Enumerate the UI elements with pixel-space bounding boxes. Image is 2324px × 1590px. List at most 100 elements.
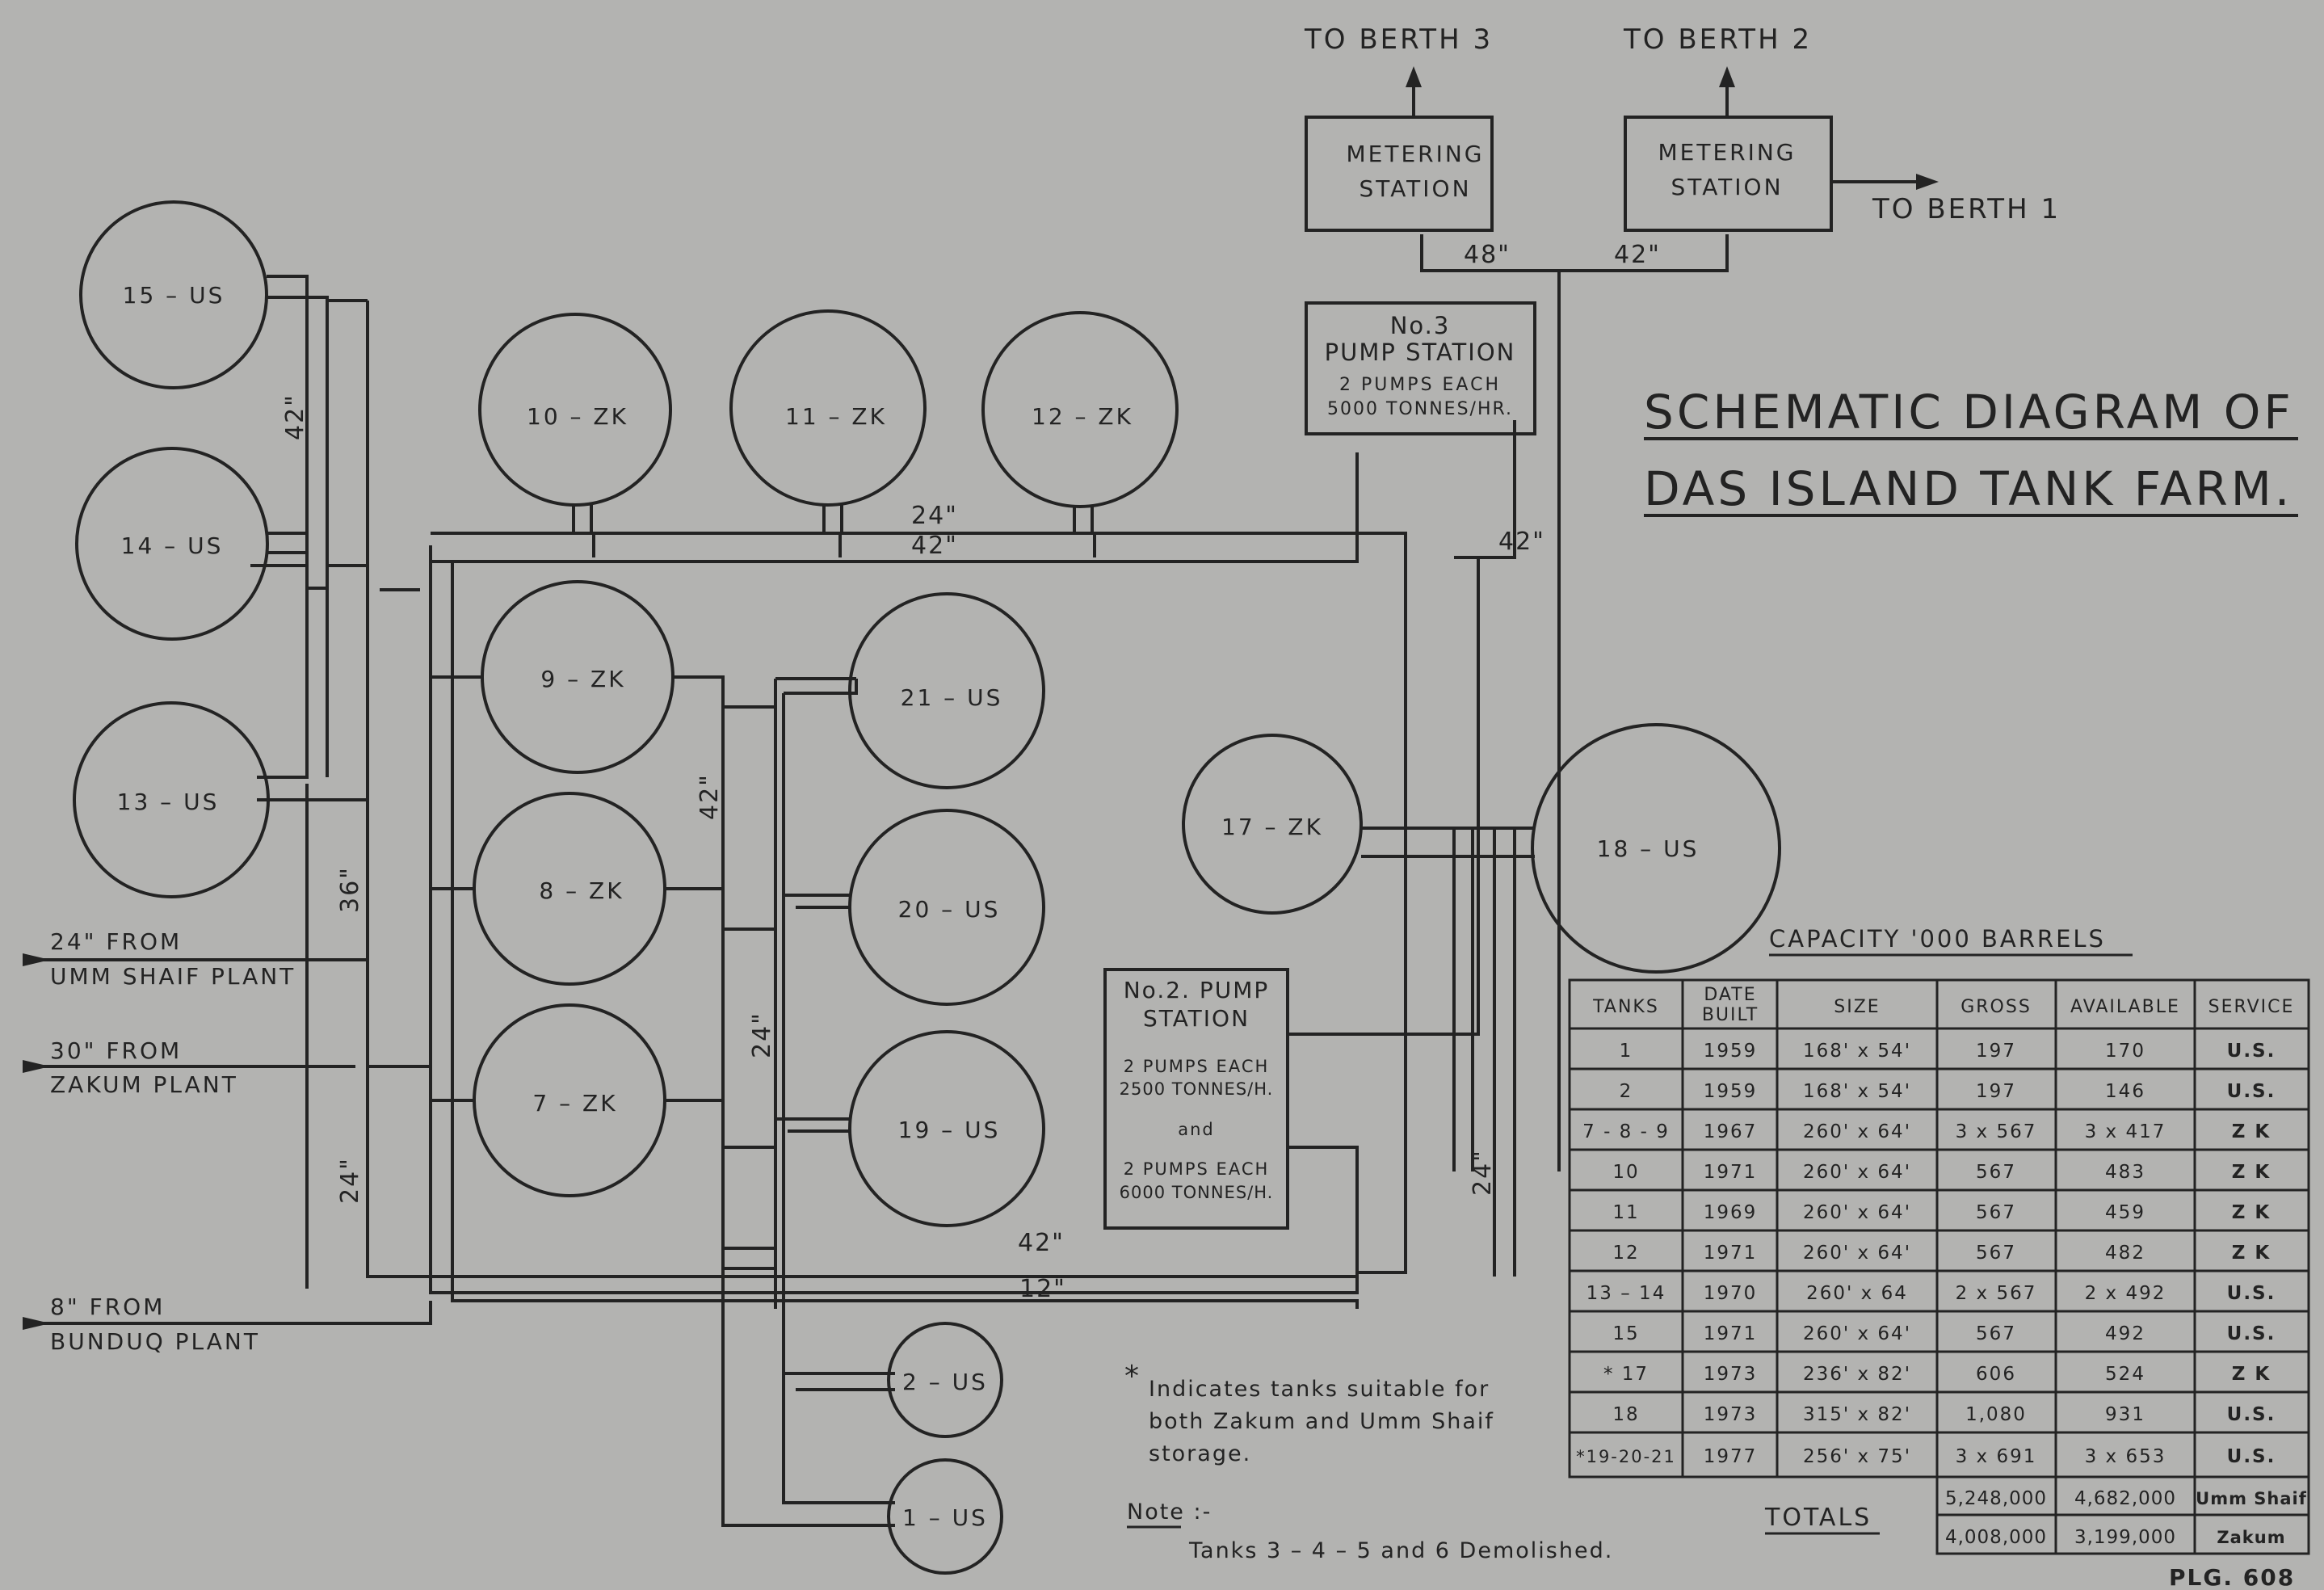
footnote: * Indicates tanks suitable for both Zaku… [1124,1360,1493,1466]
svg-text:42": 42" [911,532,958,560]
svg-text:15: 15 [1612,1323,1639,1344]
flow-arrows [23,66,1939,1330]
svg-text:U.S.: U.S. [2227,1041,2276,1062]
svg-text:567: 567 [1976,1162,2016,1183]
svg-text:260' x 64': 260' x 64' [1803,1323,1911,1344]
pipework [40,81,1927,1527]
svg-text:13 – 14: 13 – 14 [1586,1283,1666,1304]
svg-text:U.S.: U.S. [2227,1404,2276,1425]
svg-text:24": 24" [336,1157,364,1204]
metering-station-left: METERING STATION [1305,116,1494,232]
svg-text:524: 524 [2105,1364,2145,1385]
tank-1 [887,1458,1003,1575]
svg-text:U.S.: U.S. [2227,1323,2276,1344]
table-row: 1 1959 168' x 54' 197 170 U.S. [1620,1041,2276,1062]
table-totals: TOTALS 5,248,000 4,682,000 Umm Shaif 4,0… [1764,1488,2307,1548]
table-row: 15 1971 260' x 64' 567 492 U.S. [1612,1323,2276,1344]
tank-labels: 15 – US 14 – US 13 – US 10 – ZK 11 – ZK … [117,282,1697,1531]
svg-text:TANKS: TANKS [1592,997,1659,1017]
tank-label-13: 13 – US [117,789,220,815]
inlet-umm-shaif-size: 24" FROM [50,928,182,955]
svg-text:260' x 64': 260' x 64' [1803,1162,1911,1183]
destinations: TO BERTH 3 TO BERTH 2 TO BERTH 1 [1304,23,2061,225]
tank-label-17: 17 – ZK [1221,814,1323,840]
pump-station-3: No.3 PUMP STATION 2 PUMPS EACH 5000 TONN… [1305,301,1536,435]
inlet-zakum-name: ZAKUM PLANT [50,1071,238,1098]
table-row: *19-20-21 1977 256' x 75' 3 x 691 3 x 65… [1576,1446,2276,1467]
svg-text:931: 931 [2105,1404,2145,1425]
svg-text:3 x 567: 3 x 567 [1956,1121,2037,1142]
svg-text:and: and [1178,1120,1215,1139]
tank-18 [1531,723,1781,974]
svg-text:* 17: * 17 [1603,1364,1649,1385]
svg-text:24": 24" [748,1012,776,1058]
svg-text:5,248,000: 5,248,000 [1945,1488,2047,1509]
svg-text:146: 146 [2105,1081,2145,1102]
svg-text:Umm Shaif: Umm Shaif [2196,1489,2307,1508]
svg-text:1973: 1973 [1704,1364,1758,1385]
to-berth-2: TO BERTH 2 [1623,23,1812,56]
table-row: 10 1971 260' x 64' 567 483 Z K [1612,1162,2271,1183]
svg-text:483: 483 [2105,1162,2145,1183]
svg-text:1971: 1971 [1704,1162,1758,1183]
svg-text:170: 170 [2105,1041,2145,1062]
tank-label-8: 8 – ZK [539,877,624,904]
svg-text:42": 42" [281,393,309,440]
svg-text:5000 TONNES/HR.: 5000 TONNES/HR. [1327,399,1513,419]
table-row: * 17 1973 236' x 82' 606 524 Z K [1603,1364,2271,1385]
svg-text:12: 12 [1612,1243,1639,1264]
svg-text:PUMP STATION: PUMP STATION [1325,339,1516,366]
svg-text:3 x 653: 3 x 653 [2085,1446,2166,1467]
inlets: 24" FROM UMM SHAIF PLANT 30" FROM ZAKUM … [50,928,293,1355]
svg-text:236' x 82': 236' x 82' [1803,1364,1911,1385]
to-berth-1: TO BERTH 1 [1872,193,2061,225]
svg-text:4,682,000: 4,682,000 [2074,1488,2176,1509]
table-row: 13 – 14 1970 260' x 64 2 x 567 2 x 492 U… [1586,1283,2276,1304]
tank-7 [473,1003,666,1197]
table-body: 1 1959 168' x 54' 197 170 U.S. 2 1959 16… [1576,1041,2276,1467]
svg-text:Z K: Z K [2232,1162,2271,1183]
svg-text:U.S.: U.S. [2227,1446,2276,1467]
svg-text:1: 1 [1620,1041,1633,1062]
svg-text:260' x 64': 260' x 64' [1803,1121,1911,1142]
inlet-bunduq-size: 8" FROM [50,1293,165,1320]
svg-text:*: * [1124,1360,1141,1393]
svg-text:482: 482 [2105,1243,2145,1264]
svg-text:Indicates tanks suitable for: Indicates tanks suitable for [1149,1377,1490,1402]
svg-text:1,080: 1,080 [1965,1404,2027,1425]
arrow-to-berth-3-icon [1406,66,1422,87]
table-row: 18 1973 315' x 82' 1,080 931 U.S. [1612,1404,2276,1425]
totals-label: TOTALS [1764,1504,1872,1532]
arrow-umm-shaif-icon [23,953,50,966]
svg-text:SIZE: SIZE [1834,997,1880,1017]
svg-text:Z K: Z K [2232,1364,2271,1385]
svg-text:1973: 1973 [1704,1404,1758,1425]
tank-label-1: 1 – US [902,1504,988,1531]
table-row: 11 1969 260' x 64' 567 459 Z K [1612,1202,2269,1223]
svg-text:METERING: METERING [1347,141,1485,167]
tank-8 [473,792,666,986]
svg-text:42": 42" [696,773,724,820]
tank-label-11: 11 – ZK [785,403,887,430]
table-grid [1568,978,2310,1555]
table-header: TANKS DATE BUILT SIZE GROSS AVAILABLE SE… [1592,985,2295,1025]
svg-text:SERVICE: SERVICE [2208,997,2295,1017]
svg-text:18: 18 [1612,1404,1639,1425]
svg-text:Z K: Z K [2232,1121,2271,1142]
pipe-size-labels: 48" 42" 42" 24" 42" 42" 36" 24" 42" 24" … [281,241,1659,1303]
tank-label-10: 10 – ZK [527,403,628,430]
svg-text:256' x 75': 256' x 75' [1803,1446,1911,1467]
diagram-title: SCHEMATIC DIAGRAM OF DAS ISLAND TANK FAR… [1644,385,2298,517]
arrow-zakum-icon [23,1060,50,1073]
svg-text:10: 10 [1612,1162,1639,1183]
table-caption: CAPACITY '000 BARRELS [1769,925,2106,953]
table-row: 2 1959 168' x 54' 197 146 U.S. [1620,1081,2275,1102]
svg-text:260' x 64: 260' x 64 [1806,1283,1908,1304]
svg-text:U.S.: U.S. [2227,1283,2276,1304]
tank-label-7: 7 – ZK [532,1090,617,1117]
svg-text:No.2. PUMP: No.2. PUMP [1124,977,1270,1003]
svg-text:STATION: STATION [1359,175,1471,202]
tank-20 [848,809,1045,1006]
tank-14 [75,447,269,641]
